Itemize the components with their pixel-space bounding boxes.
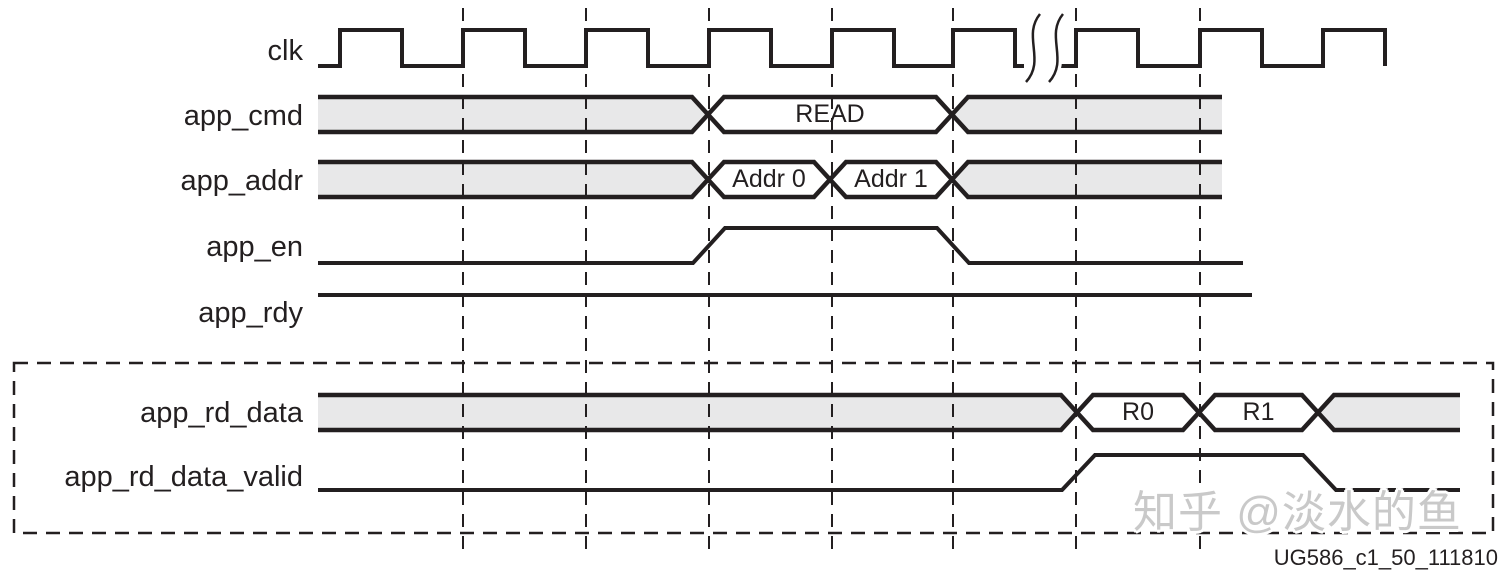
bus-value-r0: R0 — [1122, 398, 1154, 426]
signal-label-app-rdy: app_rdy — [198, 297, 303, 329]
signal-label-app-cmd: app_cmd — [183, 100, 303, 132]
bus-value-addr0: Addr 0 — [732, 165, 806, 193]
bus-value-r1: R1 — [1242, 398, 1275, 426]
signal-label-app-rd-data: app_rd_data — [140, 397, 303, 429]
signal-label-app-addr: app_addr — [180, 165, 303, 197]
figure-caption: UG586_c1_50_111810 — [1273, 545, 1498, 570]
signal-label-clk: clk — [267, 35, 303, 67]
watermark-text: 知乎 @淡水的鱼 — [1133, 488, 1462, 537]
signal-label-app-en: app_en — [206, 231, 303, 263]
bus-value-read: READ — [795, 100, 865, 128]
bus-value-addr1: Addr 1 — [854, 165, 928, 193]
signal-label-app-rd-data-valid: app_rd_data_valid — [64, 461, 303, 493]
